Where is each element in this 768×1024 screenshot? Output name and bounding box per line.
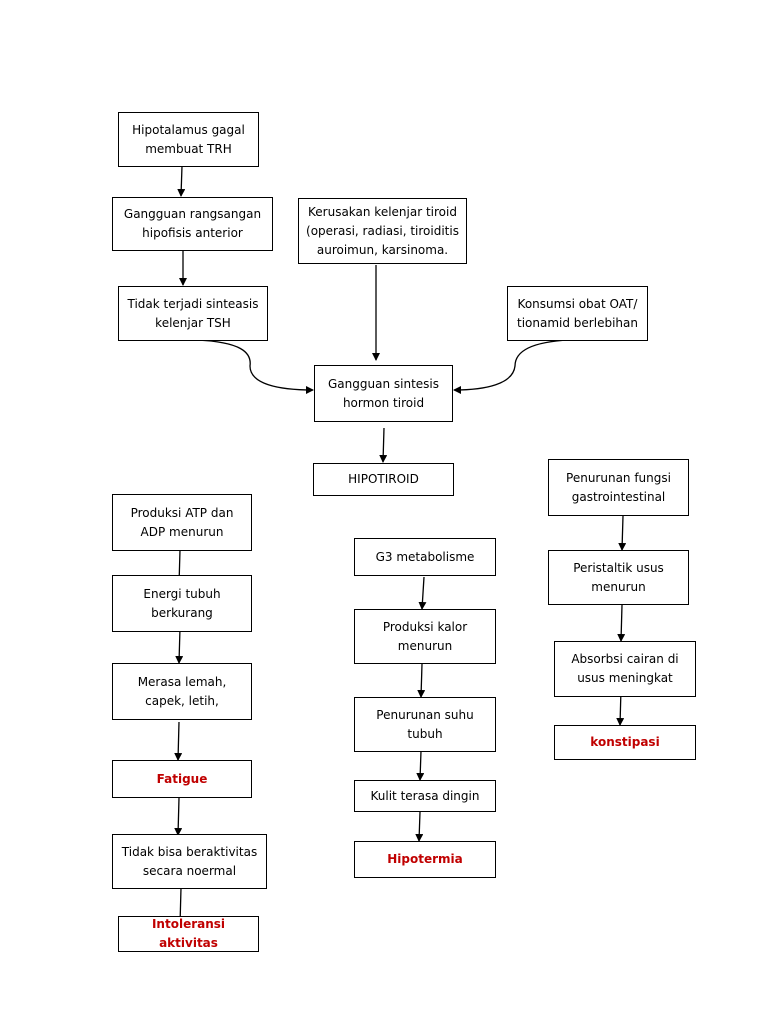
node-fatigue: Fatigue <box>112 760 252 798</box>
node-intoleransi: Intoleransi aktivitas <box>118 916 259 952</box>
node-hipotiroid: HIPOTIROID <box>313 463 454 496</box>
node-energi-label: Energi tubuh berkurang <box>143 586 221 620</box>
curve-oat-to-sintesis <box>453 339 570 394</box>
node-tidak-beraktivitas-label: Tidak bisa beraktivitas secara noermal <box>121 844 258 878</box>
node-penurunan-suhu-label: Penurunan suhu tubuh <box>376 707 474 741</box>
node-hipotermia: Hipotermia <box>354 841 496 878</box>
node-konsumsi-oat: Konsumsi obat OAT/ tionamid berlebihan <box>507 286 648 341</box>
node-penurunan-fungsi-label: Penurunan fungsi gastrointestinal <box>566 470 671 504</box>
node-konsumsi-oat-label: Konsumsi obat OAT/ tionamid berlebihan <box>517 296 638 330</box>
node-tidak-sinteasis-label: Tidak terjadi sinteasis kelenjar TSH <box>127 296 259 330</box>
node-produksi-atp-label: Produksi ATP dan ADP menurun <box>130 505 234 539</box>
arrow-kulit-to-hipotermia <box>415 811 424 842</box>
node-konstipasi-label: konstipasi <box>590 735 660 749</box>
arrow-kalor-to-suhu <box>417 663 426 698</box>
arrow-sintesis-to-hipotiroid <box>379 427 388 463</box>
node-produksi-atp: Produksi ATP dan ADP menurun <box>112 494 252 551</box>
node-gangguan-sintesis: Gangguan sintesis hormon tiroid <box>314 365 453 422</box>
node-penurunan-suhu: Penurunan suhu tubuh <box>354 697 496 752</box>
node-merasa-lemah-label: Merasa lemah, capek, letih, <box>137 674 227 708</box>
node-energi: Energi tubuh berkurang <box>112 575 252 632</box>
arrow-lemah-to-fatigue <box>174 721 183 761</box>
arrow-hipotalamus-to-rangsangan <box>177 165 186 197</box>
node-kulit-dingin-label: Kulit terasa dingin <box>370 788 480 803</box>
node-penurunan-fungsi: Penurunan fungsi gastrointestinal <box>548 459 689 516</box>
node-tidak-beraktivitas: Tidak bisa beraktivitas secara noermal <box>112 834 267 889</box>
node-gangguan-rangsangan: Gangguan rangsangan hipofisis anterior <box>112 197 273 251</box>
node-peristaltik: Peristaltik usus menurun <box>548 550 689 605</box>
node-intoleransi-label: Intoleransi aktivitas <box>151 917 226 950</box>
node-hipotermia-label: Hipotermia <box>387 852 463 866</box>
node-hipotalamus-label: Hipotalamus gagal membuat TRH <box>132 122 245 156</box>
arrow-g3-to-kalor <box>418 576 427 610</box>
node-tidak-sinteasis: Tidak terjadi sinteasis kelenjar TSH <box>118 286 268 341</box>
node-kerusakan-label: Kerusakan kelenjar tiroid (operasi, radi… <box>306 204 459 257</box>
arrow-fungsi-to-peristaltik <box>618 515 627 551</box>
node-fatigue-label: Fatigue <box>156 771 208 786</box>
node-g3-metabolisme-label: G3 metabolisme <box>375 549 475 564</box>
node-merasa-lemah: Merasa lemah, capek, letih, <box>112 663 252 720</box>
arrow-fatigue-to-beraktivitas <box>174 797 183 836</box>
node-gangguan-sintesis-label: Gangguan sintesis hormon tiroid <box>328 376 439 410</box>
arrow-energi-to-lemah <box>175 627 184 664</box>
node-g3-metabolisme: G3 metabolisme <box>354 538 496 576</box>
node-hipotalamus: Hipotalamus gagal membuat TRH <box>118 112 259 167</box>
node-absorbsi-label: Absorbsi cairan di usus meningkat <box>571 652 679 685</box>
node-peristaltik-label: Peristaltik usus menurun <box>573 560 664 594</box>
arrow-peristaltik-to-absorbsi <box>617 604 626 642</box>
node-hipotiroid-label: HIPOTIROID <box>348 472 419 486</box>
node-produksi-kalor-label: Produksi kalor menurun <box>382 619 468 653</box>
curve-sinteasis-to-sintesis <box>196 339 314 394</box>
node-absorbsi: Absorbsi cairan di usus meningkat <box>554 641 696 697</box>
node-produksi-kalor: Produksi kalor menurun <box>354 609 496 664</box>
node-kerusakan: Kerusakan kelenjar tiroid (operasi, radi… <box>298 198 467 264</box>
node-gangguan-rangsangan-label: Gangguan rangsangan hipofisis anterior <box>123 207 262 240</box>
node-konstipasi: konstipasi <box>554 725 696 760</box>
node-kulit-dingin: Kulit terasa dingin <box>354 780 496 812</box>
arrow-suhu-to-kulit <box>416 750 425 781</box>
